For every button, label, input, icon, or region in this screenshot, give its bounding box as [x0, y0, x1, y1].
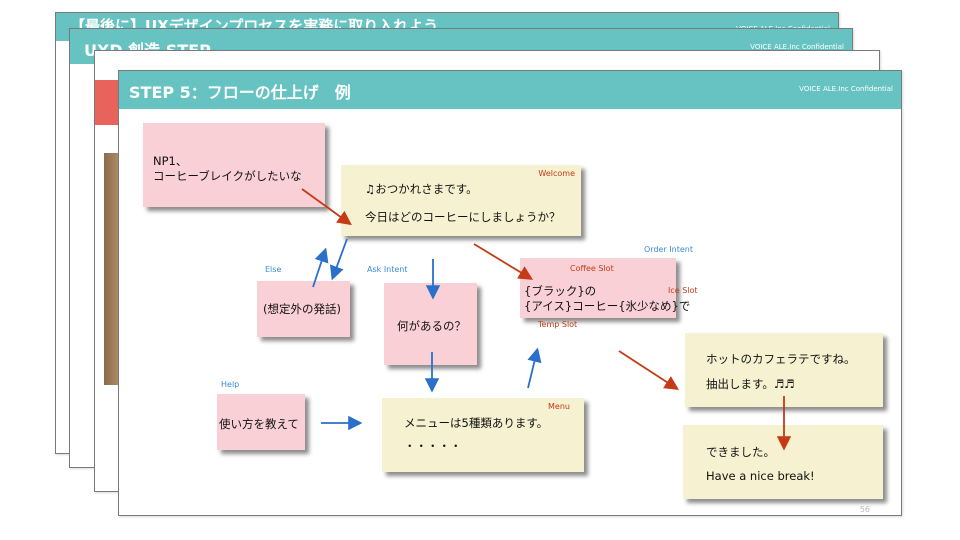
- arrow-menu-to-order: [527, 347, 542, 389]
- ice-slot-tag: Ice Slot: [668, 286, 698, 295]
- hot-latte-note: ホットのカフェラテですね。 抽出します。♬♬: [685, 333, 883, 407]
- arrow-welcome-to-else: [329, 238, 348, 281]
- hot-latte-line-2: 抽出します。♬♬: [706, 377, 795, 391]
- arrow-else-to-welcome: [312, 247, 329, 288]
- welcome-tag: Welcome: [538, 169, 575, 178]
- menu-note: Menu メニューは5種類あります。 ・・・・・: [382, 398, 584, 472]
- done-line-1: できました。: [706, 445, 775, 459]
- else-text: (想定外の発話): [263, 302, 341, 316]
- arrow-user-to-welcome: [301, 188, 352, 226]
- user-utterance-line-1: NP1、: [153, 154, 188, 168]
- done-line-2: Have a nice break!: [706, 469, 815, 483]
- welcome-line-1: ♫おつかれさまです。: [365, 182, 478, 196]
- user-utterance-note: NP1、 コーヒーブレイクがしたいな: [143, 123, 325, 207]
- confidential-label: VOICE ALE.Inc Confidential: [799, 85, 893, 93]
- order-line-2: {アイス}コーヒー{氷少なめ}で: [524, 299, 691, 313]
- menu-tag: Menu: [548, 402, 570, 411]
- else-note: (想定外の発話): [257, 281, 350, 337]
- help-tag: Help: [221, 380, 240, 389]
- welcome-line-2: 今日はどのコーヒーにしましょうか？: [365, 210, 561, 224]
- order-line-1: {ブラック}の: [524, 284, 597, 298]
- help-text: 使い方を教えて: [219, 417, 299, 431]
- menu-line-2: ・・・・・: [404, 439, 462, 453]
- ask-intent-tag: Ask Intent: [367, 265, 408, 274]
- user-utterance-line-2: コーヒーブレイクがしたいな: [153, 169, 302, 183]
- menu-line-1: メニューは5種類あります。: [404, 416, 549, 430]
- arrow-welcome-to-order: [473, 243, 534, 280]
- coffee-slot-tag: Coffee Slot: [570, 264, 614, 273]
- else-tag: Else: [265, 265, 282, 274]
- arrow-order-to-hot: [618, 350, 680, 390]
- slide-title: STEP 5：フローの仕上げ 例: [129, 83, 351, 102]
- ask-intent-text: 何があるの？: [397, 319, 466, 333]
- order-intent-tag: Order Intent: [644, 245, 693, 254]
- slide-header: STEP 5：フローの仕上げ 例 VOICE ALE.Inc Confident…: [119, 71, 901, 109]
- flow-arrows: [301, 188, 792, 451]
- help-note: 使い方を教えて: [217, 394, 305, 450]
- page-number: 56: [859, 505, 870, 514]
- back-slide-2-confidential: VOICE ALE.Inc Confidential: [750, 43, 844, 51]
- front-slide: STEP 5：フローの仕上げ 例 VOICE ALE.Inc Confident…: [118, 70, 902, 516]
- temp-slot-tag: Temp Slot: [538, 320, 578, 329]
- order-intent-note: Coffee Slot Ice Slot {ブラック}の {アイス}コーヒー{氷…: [520, 258, 698, 329]
- welcome-note: Welcome ♫おつかれさまです。 今日はどのコーヒーにしましょうか？: [341, 165, 581, 236]
- hot-latte-line-1: ホットのカフェラテですね。: [706, 352, 856, 366]
